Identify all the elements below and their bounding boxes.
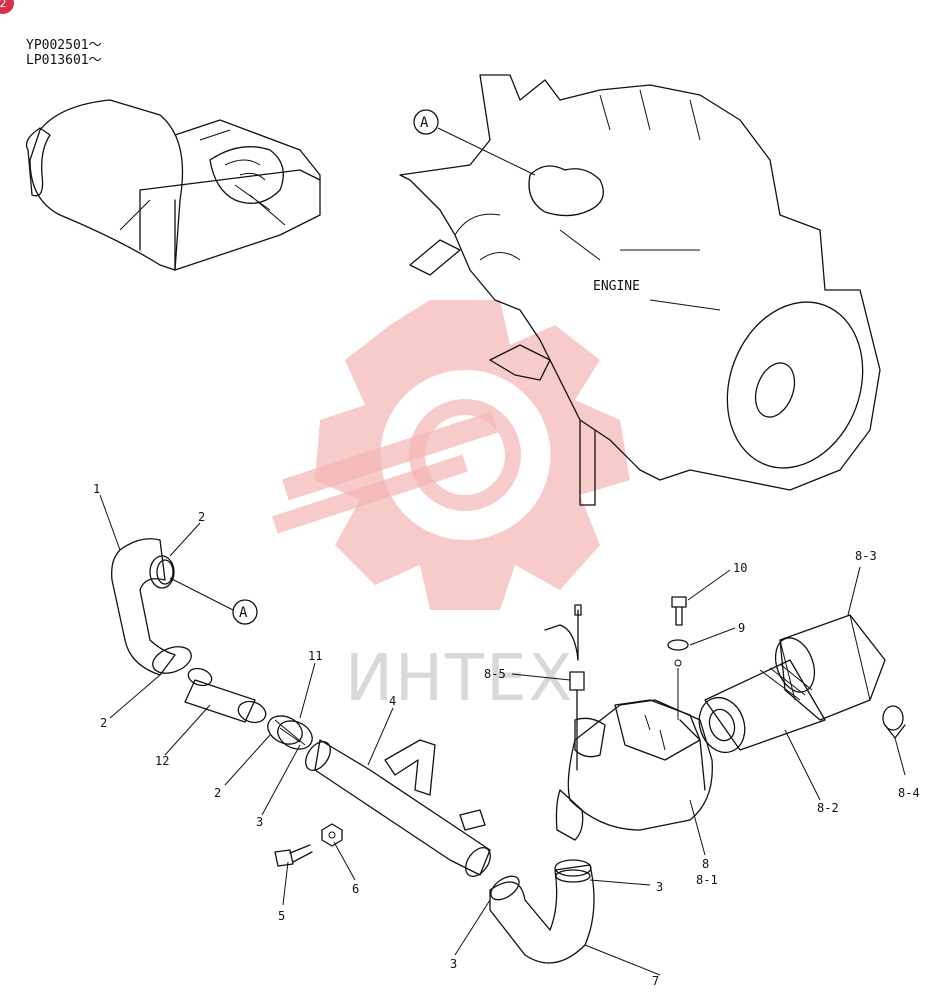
watermark-text: ИНТЕХ [345,642,574,716]
label-part-10: 10 [733,561,747,575]
label-part-12: 12 [155,754,169,768]
label-part-3a: 3 [256,815,263,829]
label-part-4: 4 [389,694,396,708]
label-part-8-3: 8-3 [855,549,877,563]
engine-illustration: ENGINE A [399,74,881,506]
label-part-6: 6 [352,882,359,896]
serial-line-2: LP013601～ [26,53,102,68]
label-part-9: 9 [738,621,745,635]
part-air-cleaner-8 [555,699,713,841]
part-hose-7 [489,859,595,964]
ref-circle-top [413,109,439,135]
label-part-7: 7 [652,974,659,988]
part-bolt-5 [274,844,313,867]
part-tube-4 [305,739,491,877]
leader-lines [99,494,906,976]
label-part-8-5: 8-5 [484,667,506,681]
part-connector-11 [267,715,313,750]
label-part-5: 5 [278,909,285,923]
label-part-8: 8 [702,857,709,871]
ref-a-top: A [420,115,429,131]
part-labels: 1 2 2 12 2 3 11 4 5 6 3 3 7 8 8-1 8-2 8-… [93,482,920,988]
label-part-2a: 2 [198,510,205,524]
part-washer-9 [667,639,689,720]
label-part-8-4: 8-4 [898,786,920,800]
serial-line-1: YP002501～ [26,38,102,53]
part-bolt-10 [671,596,687,626]
machine-overview [25,99,321,271]
label-part-2b: 2 [100,716,107,730]
part-pipe-12 [184,667,267,724]
label-part-3c: 3 [656,880,663,894]
label-part-2c: 2 [214,786,221,800]
ref-a-bottom: A [239,605,248,621]
page-badge: 2 [0,0,14,14]
label-part-1: 1 [93,482,100,496]
label-part-11: 11 [308,649,322,663]
part-cover-8-3 [774,614,886,721]
label-part-8-1: 8-1 [696,873,718,887]
part-filter-8-2 [698,659,826,754]
part-valve-8-4 [882,705,906,739]
engine-label: ENGINE [593,279,640,294]
part-nut-6 [321,823,343,847]
watermark-gear-icon [272,300,630,610]
part-hose-1: A [111,538,258,676]
label-part-3b: 3 [450,957,457,971]
label-part-8-2: 8-2 [817,801,839,815]
part-indicator-8-5 [544,604,585,771]
